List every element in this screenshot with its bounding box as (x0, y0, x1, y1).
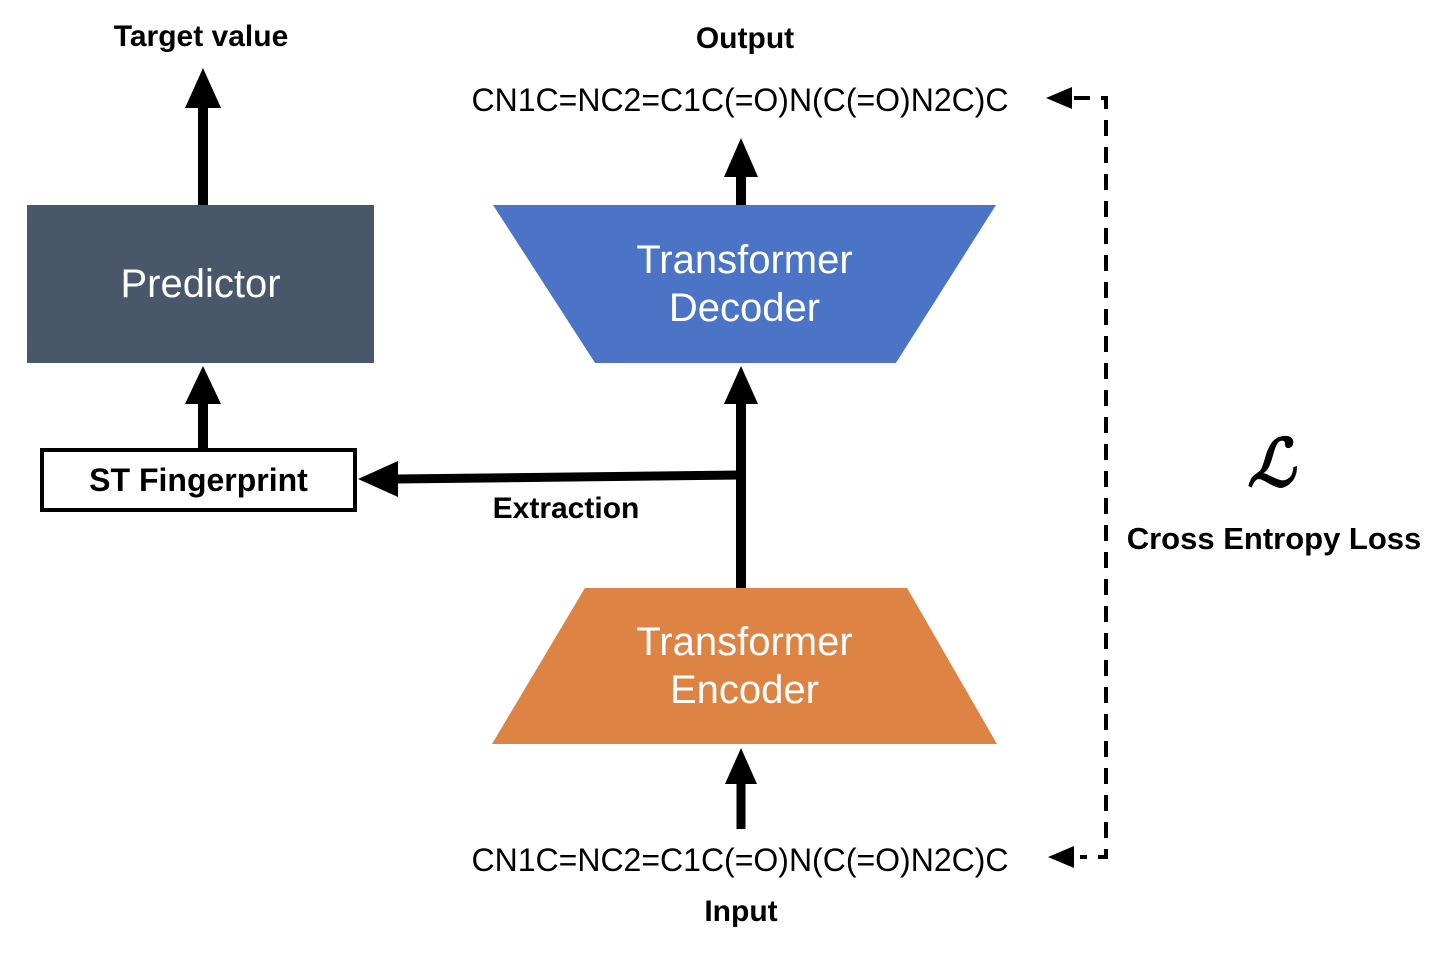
extraction-arrow-shaft (395, 470, 742, 484)
input-to-encoder-arrowhead-icon (725, 748, 757, 784)
st-to-predictor-arrowhead-icon (185, 366, 221, 404)
predictor-box-label: Predictor (120, 261, 281, 306)
loss-feedback-top-arrowhead-icon (1046, 87, 1072, 109)
predictor-to-target-arrowhead-icon (185, 68, 221, 108)
target-value-label: Target value (113, 20, 289, 53)
extraction-label: Extraction (492, 492, 640, 525)
loss-symbol: ℒ (1247, 424, 1295, 502)
st-fingerprint-box: ST Fingerprint (40, 448, 357, 512)
cross-entropy-loss-label: Cross Entropy Loss (1126, 521, 1422, 556)
st-fingerprint-box-label: ST Fingerprint (89, 461, 308, 498)
output-label: Output (695, 22, 795, 55)
decoder-to-output-arrowhead-icon (724, 138, 758, 177)
loss-feedback-bottom-arrowhead-icon (1048, 846, 1074, 868)
transformer-decoder-trapezoid: Transformer Decoder (493, 205, 996, 363)
predictor-box: Predictor (27, 205, 374, 363)
extraction-arrowhead-icon (358, 461, 398, 497)
encoder-label-line1: Transformer (636, 620, 853, 664)
decoder-label-line2: Decoder (668, 286, 821, 330)
output-smiles-text: CN1C=NC2=C1C(=O)N(C(=O)N2C)C (471, 82, 1009, 118)
transformer-encoder-trapezoid: Transformer Encoder (492, 588, 997, 744)
input-smiles-text: CN1C=NC2=C1C(=O)N(C(=O)N2C)C (471, 842, 1009, 878)
decoder-label-line1: Transformer (636, 238, 853, 282)
encoder-to-decoder-arrowhead-icon (724, 366, 758, 404)
loss-feedback-dashed-line (1074, 96, 1108, 859)
encoder-label-line2: Encoder (670, 668, 819, 712)
input-label: Input (704, 895, 778, 928)
